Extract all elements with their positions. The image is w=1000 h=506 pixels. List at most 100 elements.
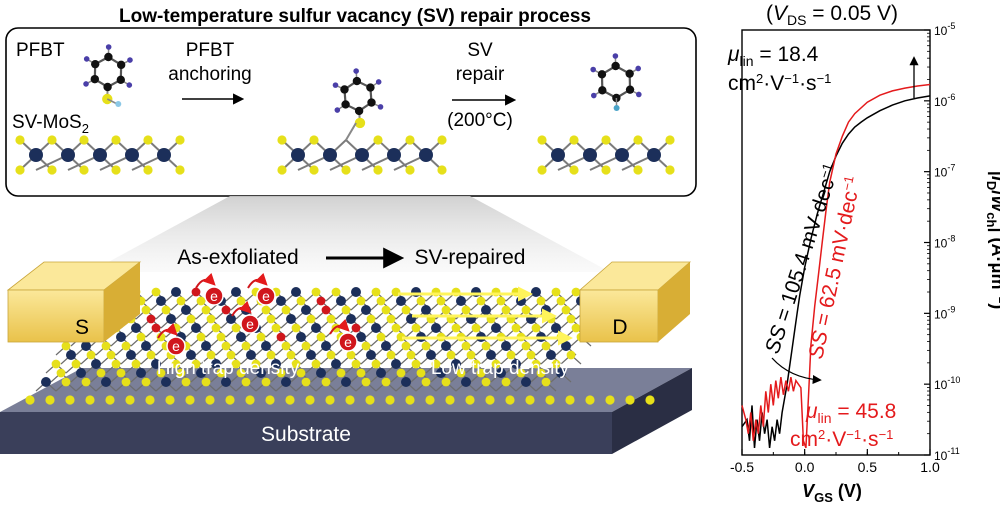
fluorine-atom bbox=[377, 104, 384, 110]
sulfur-atom bbox=[516, 368, 526, 378]
molybdenum-atom bbox=[421, 305, 431, 315]
molybdenum-atom bbox=[211, 359, 221, 369]
sulfur-atom bbox=[309, 165, 319, 175]
sulfur-atom bbox=[171, 359, 181, 369]
sulfur-atom bbox=[521, 341, 531, 351]
sulfur-atom bbox=[71, 359, 81, 369]
sulfur-atom bbox=[151, 287, 161, 297]
trap-site bbox=[316, 296, 326, 306]
carbon-atom bbox=[625, 69, 634, 78]
sulfur-atom bbox=[61, 377, 71, 387]
source-electrode-front bbox=[7, 289, 105, 343]
sulfur-atom bbox=[341, 305, 351, 315]
molybdenum-atom bbox=[291, 287, 301, 297]
molybdenum-atom bbox=[436, 368, 446, 378]
molybdenum-atom bbox=[296, 332, 306, 342]
sulfur-atom bbox=[541, 341, 551, 351]
sulfur-atom bbox=[143, 135, 153, 145]
sulfur-atom bbox=[131, 359, 141, 369]
x-tick-label: 0.0 bbox=[795, 459, 815, 475]
sulfur-atom bbox=[225, 395, 235, 405]
electron-trap-arrow bbox=[157, 322, 178, 339]
sulfur-atom bbox=[266, 314, 276, 324]
fluorine-atom bbox=[334, 107, 341, 113]
sulfur-atom bbox=[161, 305, 171, 315]
carbon-atom bbox=[354, 106, 364, 116]
sulfur-atom bbox=[205, 395, 215, 405]
sulfur-atom bbox=[401, 341, 411, 351]
molybdenum-atom bbox=[501, 341, 511, 351]
carbon-atom bbox=[366, 83, 375, 92]
trap-site bbox=[151, 323, 161, 333]
sulfur-atom bbox=[309, 135, 319, 145]
sulfur-atom bbox=[96, 368, 106, 378]
sulfur-atom bbox=[365, 395, 375, 405]
sulfur-atom bbox=[541, 377, 551, 387]
molybdenum-atom bbox=[356, 332, 366, 342]
molybdenum-atom bbox=[311, 323, 321, 333]
sulfur-atom bbox=[437, 135, 447, 145]
sulfur-atom bbox=[471, 359, 481, 369]
sulfur-atom bbox=[15, 135, 25, 145]
y-tick-label: 10-10 bbox=[934, 375, 960, 392]
sulfur-atom bbox=[351, 359, 361, 369]
sulfur-atom bbox=[136, 332, 146, 342]
sulfur-atom bbox=[256, 332, 266, 342]
molybdenum-atom bbox=[511, 359, 521, 369]
sulfur-atom bbox=[271, 323, 281, 333]
sulfur-atom bbox=[146, 350, 156, 360]
molybdenum-atom bbox=[136, 368, 146, 378]
step2-label-line3: (200°C) bbox=[447, 110, 513, 131]
sulfur-atom bbox=[536, 368, 546, 378]
low-trap-label: Low trap density bbox=[431, 358, 570, 379]
sulfur-atom bbox=[85, 395, 95, 405]
molybdenum-atom bbox=[76, 368, 86, 378]
molybdenum-atom bbox=[286, 314, 296, 324]
sulfur-atom bbox=[601, 135, 611, 145]
molybdenum-atom bbox=[316, 368, 326, 378]
y-tick-label: 10-8 bbox=[934, 234, 955, 251]
molybdenum-atom bbox=[81, 341, 91, 351]
sulfur-atom bbox=[465, 395, 475, 405]
trap-site bbox=[191, 287, 201, 297]
molybdenum-atom bbox=[236, 332, 246, 342]
fluorine-atom bbox=[636, 91, 642, 98]
molybdenum-atom bbox=[191, 323, 201, 333]
sulfur-atom bbox=[336, 368, 346, 378]
molybdenum-atom bbox=[551, 148, 565, 162]
molybdenum-atom bbox=[281, 377, 291, 387]
sulfur-atom bbox=[385, 395, 395, 405]
sulfur-atom bbox=[346, 350, 356, 360]
molybdenum-atom bbox=[366, 350, 376, 360]
sulfur-atom bbox=[601, 165, 611, 175]
sulfur-atom bbox=[645, 395, 655, 405]
sulfur-atom bbox=[345, 395, 355, 405]
sulfur-atom bbox=[665, 135, 675, 145]
sulfur-atom bbox=[411, 323, 421, 333]
molybdenum-atom bbox=[486, 350, 496, 360]
sulfur-atom bbox=[121, 341, 131, 351]
molybdenum-atom bbox=[29, 148, 43, 162]
electron bbox=[204, 286, 224, 306]
sulfur-atom bbox=[181, 377, 191, 387]
sulfur-atom bbox=[145, 395, 155, 405]
sulfur-atom bbox=[461, 305, 471, 315]
sulfur-atom bbox=[537, 165, 547, 175]
sulfur-atom bbox=[341, 165, 351, 175]
molybdenum-atom bbox=[125, 148, 139, 162]
trap-site bbox=[321, 305, 331, 315]
mos2-strip-defective bbox=[15, 135, 185, 175]
molybdenum-atom bbox=[496, 368, 506, 378]
molybdenum-atom bbox=[246, 350, 256, 360]
pfbt-label: PFBT bbox=[16, 40, 65, 61]
sulfur-atom bbox=[265, 395, 275, 405]
sulfur-atom bbox=[354, 117, 366, 129]
y-tick-label: 10-7 bbox=[934, 163, 955, 180]
molybdenum-atom bbox=[531, 287, 541, 297]
sulfur-atom bbox=[143, 165, 153, 175]
fluorine-atom bbox=[105, 44, 112, 50]
molybdenum-atom bbox=[131, 323, 141, 333]
sulfur-atom bbox=[366, 314, 376, 324]
